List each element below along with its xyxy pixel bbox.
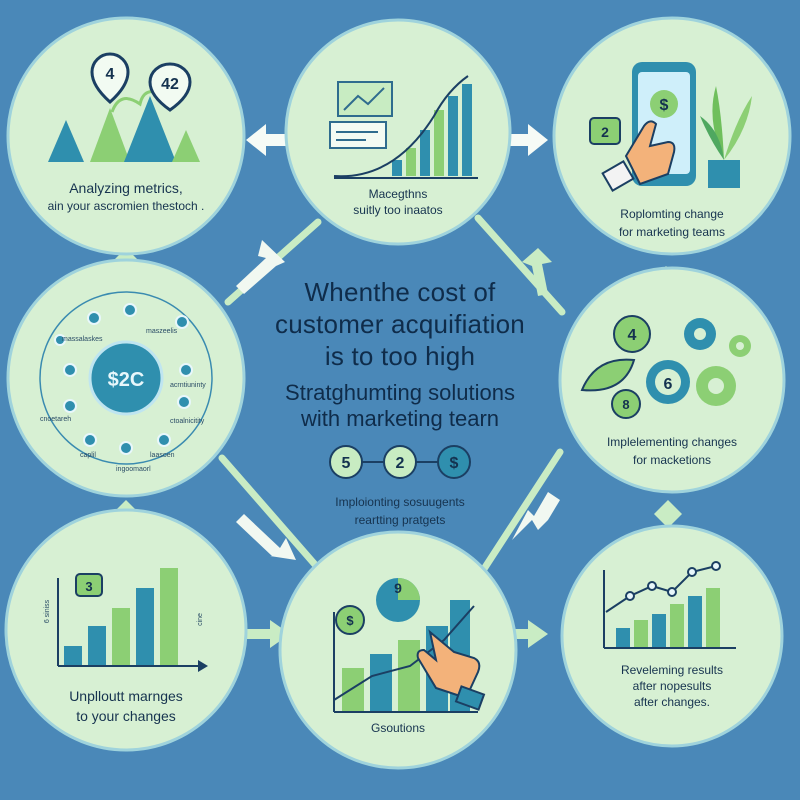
bottom-left-side-left: 6 siniss — [44, 599, 52, 624]
node-bottom-center: 9 $ — [278, 530, 518, 770]
gear-icon — [684, 318, 716, 350]
node-top-right: $ 2 — [552, 16, 792, 256]
node-bottom-left: 3 — [4, 508, 248, 752]
pie-badge: 9 — [394, 580, 402, 596]
top-right-label-2: for marketing teams — [618, 225, 726, 239]
mid-right-label-1: Implelementing changes — [606, 435, 738, 449]
bottom-right-label-1: Reveleming results — [620, 663, 724, 677]
center-value: $2C — [108, 369, 145, 391]
step-circle-dollar: $ — [437, 445, 471, 479]
mid-right-label-2: for macketions — [632, 453, 712, 467]
hand-pointer-icon — [416, 629, 486, 711]
arrow-left-top — [246, 124, 302, 156]
connector-ml-bc — [218, 454, 322, 572]
satellite-label-1: massalaskes — [62, 336, 103, 343]
top-right-label-1: Roplomting change — [620, 207, 724, 221]
growth-bar-chart-icon — [333, 75, 478, 179]
gear-badge: 6 — [664, 376, 673, 393]
satellite-label-7: ingoomaorl — [116, 466, 151, 473]
bottom-left-label-2: to your changes — [76, 708, 176, 724]
center-subtitle-line-2: with marketing tearn — [300, 406, 500, 431]
plant-icon — [700, 86, 752, 188]
bottom-right-label-3: after changes. — [633, 695, 711, 709]
map-pin-icon: 42 — [148, 62, 192, 112]
bottom-left-side-right: cine — [196, 613, 204, 626]
arrow-diag-down — [236, 514, 296, 560]
arrows — [236, 124, 560, 648]
svg-text:$: $ — [450, 455, 459, 472]
chart-card-icon — [337, 81, 393, 117]
satellite-label-6: caplil — [80, 452, 96, 459]
center-subtitle-line-1: Stratghumting solutions — [285, 380, 515, 405]
gear-icon — [696, 366, 736, 406]
arrow-curve-top-right — [522, 248, 552, 296]
map-pin-icon: 4 — [90, 52, 130, 105]
gear-icon: 6 — [646, 360, 690, 404]
number-card-icon: 2 — [589, 117, 621, 145]
coin-icon: 8 — [611, 389, 641, 419]
phone-dollar-symbol: $ — [660, 97, 669, 114]
arrow-diag-up — [236, 240, 285, 294]
center-steps: 5 2 $ — [329, 445, 471, 479]
speech-bubble-icon: 3 — [75, 573, 103, 597]
arrow-right-bottom-right — [500, 620, 548, 648]
line-chart-icon — [603, 561, 736, 649]
coin-icon: $ — [335, 605, 365, 635]
top-center-label-1: Macegthns — [368, 187, 428, 201]
center-caption-line-1: Imploionting sosuugents — [335, 495, 465, 509]
satellite-dots — [54, 303, 193, 455]
connector-bc-mr — [478, 448, 564, 576]
top-left-label-1: Analyzing metrics, — [69, 180, 183, 196]
hand-pointer-icon — [601, 120, 676, 193]
diamond-4 — [654, 500, 682, 528]
bottom-left-badge: 3 — [85, 579, 92, 594]
bubble-badge: 4 — [628, 327, 637, 344]
svg-text:2: 2 — [396, 455, 405, 472]
coin-badge: 8 — [622, 397, 629, 412]
mountain-icon — [172, 130, 200, 162]
mountain-icon — [48, 120, 84, 162]
pin-badge-left: 4 — [106, 66, 115, 83]
connector-tc-mr — [474, 214, 566, 316]
bar-chart-icon — [57, 568, 208, 672]
node-top-left: 4 42 — [6, 16, 246, 256]
step-circle-2: 2 — [383, 445, 417, 479]
satellite-label-8: laasoen — [150, 452, 175, 459]
node-mid-right: 6 4 8 — [558, 266, 786, 494]
bottom-right-label-2: after nopesults — [632, 679, 712, 693]
bottom-center-label: Gsoutions — [370, 721, 426, 735]
center-title-line-3: is to too high — [324, 341, 476, 371]
satellite-label-4: cnoetareh — [40, 416, 72, 423]
speech-bubble-icon: 4 — [613, 315, 651, 353]
center-caption-line-2: reartting pratgets — [354, 513, 446, 527]
leaf-icon — [580, 358, 636, 392]
note-card-icon — [329, 121, 387, 149]
bar-chart-icon — [333, 600, 478, 713]
pie-chart-icon: 9 — [376, 578, 420, 622]
mountain-icon — [124, 96, 176, 162]
arrow-curve-bottom-right — [512, 492, 560, 540]
center-title-line-1: Whenthe cost of — [304, 277, 496, 307]
bottom-center-coin: $ — [346, 613, 354, 628]
svg-text:5: 5 — [342, 455, 351, 472]
arrow-right-bottom-left — [238, 620, 290, 648]
arrow-right-top — [500, 124, 548, 156]
center-title-line-2: customer acquifiation — [275, 309, 525, 339]
step-circle-1: 5 — [329, 445, 363, 479]
center-value-circle — [88, 340, 164, 416]
top-right-badge: 2 — [601, 124, 609, 140]
satellite-label-2: maszeelis — [146, 328, 178, 335]
top-center-label-2: suitly too inaatos — [353, 203, 443, 217]
satellite-label-5: ctoalnicitity — [170, 418, 205, 425]
mountain-icon — [90, 108, 130, 162]
top-left-label-2: ain your ascromien thestoch . — [47, 199, 205, 213]
gear-icon — [729, 335, 751, 357]
node-bottom-right — [560, 524, 784, 748]
bottom-left-label-1: Unplloutt marnges — [69, 688, 183, 704]
node-mid-left: $2C — [6, 258, 246, 498]
node-top-center — [284, 18, 512, 246]
satellite-label-3: acrntiuninty — [170, 382, 206, 389]
pin-badge-right: 42 — [161, 76, 179, 93]
